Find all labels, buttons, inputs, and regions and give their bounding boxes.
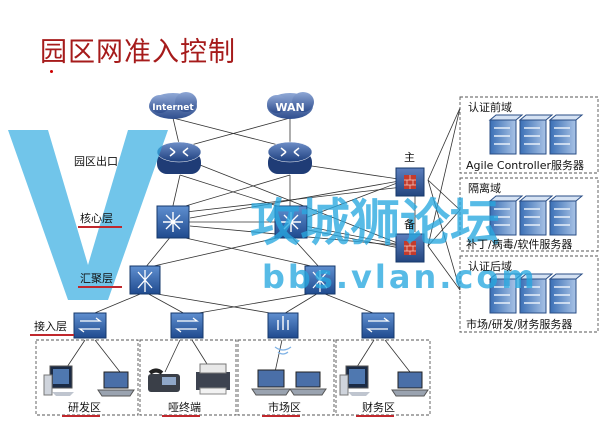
- domain-title-post-auth: 认证后域: [468, 260, 512, 273]
- server-icon: [518, 195, 554, 236]
- domain-title-isolation: 隔离域: [468, 182, 501, 195]
- domain-title-pre-auth: 认证前域: [468, 101, 512, 114]
- core-underline: [78, 226, 122, 228]
- watermark: 攻城狮论坛 bbs.vlan.com: [8, 130, 538, 300]
- wan-label: WAN: [275, 101, 304, 114]
- printer-icon: [196, 363, 230, 395]
- server-icon: [518, 114, 554, 155]
- layer-label-access: 接入层: [34, 320, 67, 333]
- layer-label-core: 核心层: [80, 212, 113, 225]
- watermark-logo-icon: [8, 130, 168, 300]
- firewall-primary-label: 主: [404, 151, 415, 164]
- area-boxes: [35, 96, 599, 416]
- aggregation-switch-left-icon: [129, 265, 161, 295]
- area-underline-market: [262, 415, 300, 417]
- access-switch-1-icon: [73, 312, 107, 339]
- area-label-market: 市场区: [268, 401, 301, 414]
- server-icon: [518, 273, 554, 314]
- access-underline: [30, 334, 74, 336]
- layer-label-egress: 园区出口: [74, 155, 118, 168]
- firewall-backup-label: 备: [404, 218, 415, 231]
- core-switch-right-icon: [274, 205, 308, 239]
- layer-label-aggregation: 汇聚层: [80, 272, 113, 285]
- area-underline-finance: [356, 415, 394, 417]
- laptop-1-icon: [97, 371, 135, 397]
- desktop-pc-2-icon: [339, 365, 370, 396]
- server-icon: [488, 273, 524, 314]
- internet-cloud-icon: Internet: [149, 92, 197, 119]
- laptop-4-icon: [391, 371, 429, 397]
- server-icon: [548, 195, 584, 236]
- egress-router-right-icon: [267, 141, 313, 174]
- access-switch-4-icon: [361, 312, 395, 339]
- access-switch-2-icon: [170, 312, 204, 339]
- domain-server-post-auth: 市场/研发/财务服务器: [466, 318, 573, 331]
- internet-label: Internet: [152, 103, 194, 113]
- server-groups: [488, 114, 584, 314]
- area-underline-rnd: [62, 415, 100, 417]
- laptop-3-icon: [289, 371, 327, 396]
- domain-server-pre-auth: Agile Controller服务器: [466, 159, 584, 172]
- wireless-ap-icon: [267, 312, 299, 355]
- title-dot: [50, 70, 53, 73]
- area-label-dumb-terminal: 哑终端: [168, 401, 201, 414]
- laptop-2-icon: [251, 369, 291, 396]
- firewall-backup-icon: [395, 233, 425, 263]
- egress-router-left-icon: [156, 141, 202, 174]
- area-underline-dumb-terminal: [162, 415, 200, 417]
- area-label-rnd: 研发区: [68, 401, 101, 414]
- watermark-url: bbs.vlan.com: [262, 258, 538, 296]
- aggregation-underline: [78, 286, 122, 288]
- server-icon: [548, 114, 584, 155]
- desktop-pc-1-icon: [43, 365, 74, 396]
- core-switch-left-icon: [156, 205, 190, 239]
- server-icon: [488, 195, 524, 236]
- area-label-finance: 财务区: [362, 401, 395, 414]
- server-icon: [488, 114, 524, 155]
- domain-server-isolation: 补丁/病毒/软件服务器: [466, 238, 573, 251]
- page-title: 园区网准入控制: [40, 37, 236, 68]
- server-icon: [548, 273, 584, 314]
- connection-lines: [64, 107, 461, 373]
- aggregation-switch-right-icon: [304, 265, 336, 295]
- firewall-primary-icon: [395, 167, 425, 197]
- ip-phone-icon: [148, 368, 180, 392]
- watermark-main: 攻城狮论坛: [250, 194, 500, 252]
- wan-cloud-icon: WAN: [267, 92, 314, 119]
